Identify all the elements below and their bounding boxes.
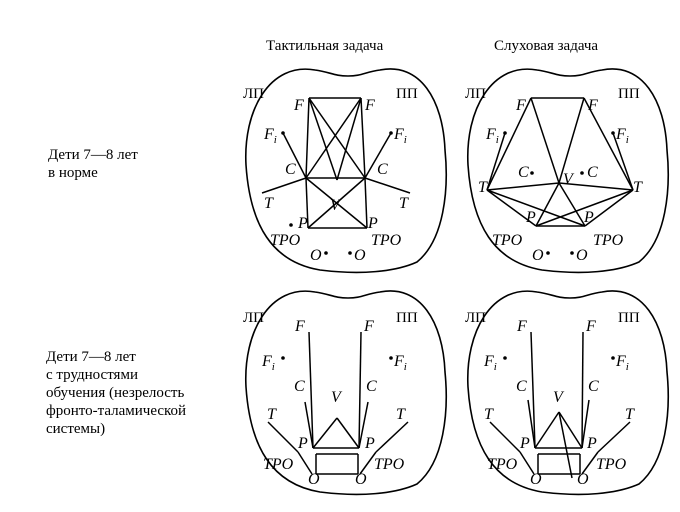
electrode-Fi-right: Fi	[615, 353, 629, 373]
electrode-V: V	[331, 389, 343, 406]
electrode-O-left: O	[310, 247, 322, 264]
connection-lines	[486, 97, 634, 227]
electrode-C-right: C	[377, 161, 388, 178]
row-label-line: фронто-таламической	[46, 403, 187, 419]
row-label-line: в норме	[48, 165, 98, 181]
electrode-F-left: F	[294, 318, 305, 335]
hemisphere-right-label: ПП	[396, 86, 418, 102]
electrode-P-right: P	[583, 209, 594, 226]
electrode-O-right: O	[354, 247, 366, 264]
hemisphere-left-label: ЛП	[243, 310, 264, 326]
electrode-F-left: F	[515, 97, 526, 114]
electrode-P-right: P	[586, 435, 597, 452]
electrode-V: V	[330, 197, 342, 214]
electrode-P-left: P	[297, 435, 308, 452]
row-label-learning-difficulties: Дети 7—8 лет с трудностями обучения (нез…	[46, 348, 186, 438]
electrode-O-left: O	[532, 247, 544, 264]
electrode-O-left: O	[530, 471, 542, 488]
electrode-TPO-right: TPO	[596, 456, 627, 473]
connection-lines	[489, 331, 631, 479]
hemisphere-right-label: ПП	[396, 310, 418, 326]
electrode-Fi-right: Fi	[393, 353, 407, 373]
electrode-T-left: T	[267, 406, 277, 423]
electrode-dots	[503, 356, 615, 360]
electrode-C-left: C	[516, 378, 527, 395]
electrode-C-left: C	[294, 378, 305, 395]
electrode-T-right: T	[633, 179, 643, 196]
electrode-T-right: T	[625, 406, 635, 423]
electrode-TPO-left: TPO	[263, 456, 294, 473]
electrode-TPO-right: TPO	[593, 232, 624, 249]
panel-tactile-difficulties: ЛП ПП F F Fi Fi C C T T V	[243, 290, 448, 496]
electrode-dots	[503, 131, 615, 255]
electrode-TPO-left: TPO	[492, 232, 523, 249]
electrode-F-right: F	[364, 97, 375, 114]
electrode-F-left: F	[516, 318, 527, 335]
electrode-T-left: T	[264, 195, 274, 212]
electrode-C-left: C	[285, 161, 296, 178]
row-label-line: системы)	[46, 421, 106, 437]
hemisphere-left-label: ЛП	[465, 310, 486, 326]
hemisphere-left-label: ЛП	[243, 86, 264, 102]
electrode-O-left: O	[308, 471, 320, 488]
panel-auditory-normal: ЛП ПП F F Fi Fi C C	[465, 68, 670, 274]
electrode-F-left: F	[293, 97, 304, 114]
electrode-P-left: P	[519, 435, 530, 452]
electrode-Fi-left: Fi	[261, 353, 275, 373]
electrode-Fi-right: Fi	[615, 126, 629, 146]
electrode-C-right: C	[588, 378, 599, 395]
panel-auditory-difficulties: ЛП ПП F F Fi Fi C C T T	[465, 290, 670, 496]
row-label-normal: Дети 7—8 лет в норме	[48, 146, 138, 182]
electrode-O-right: O	[355, 471, 367, 488]
electrode-P-right: P	[367, 215, 378, 232]
row-label-line: с трудностями	[46, 367, 138, 383]
electrode-F-right: F	[585, 318, 596, 335]
electrode-F-right: F	[587, 97, 598, 114]
electrode-dots	[281, 131, 393, 255]
electrode-dots	[281, 356, 393, 360]
electrode-C-right: C	[587, 164, 598, 181]
electrode-T-right: T	[396, 406, 406, 423]
electrode-TPO-right: TPO	[371, 232, 402, 249]
connection-lines	[261, 97, 411, 229]
electrode-P-left: P	[525, 209, 536, 226]
hemisphere-right-label: ПП	[618, 86, 640, 102]
row-label-line: Дети 7—8 лет	[46, 349, 136, 365]
electrode-F-right: F	[363, 318, 374, 335]
electrode-T-right: T	[399, 195, 409, 212]
electrode-C-left: C	[518, 164, 529, 181]
electrode-TPO-right: TPO	[374, 456, 405, 473]
electrode-Fi-left: Fi	[483, 353, 497, 373]
column-title-tactile: Тактильная задача	[266, 38, 384, 54]
electrode-T-left: T	[484, 406, 494, 423]
electrode-T-left: T	[478, 179, 488, 196]
electrode-P-right: P	[364, 435, 375, 452]
connection-lines	[267, 331, 409, 475]
electrode-C-right: C	[366, 378, 377, 395]
electrode-O-right: O	[576, 247, 588, 264]
hemisphere-left-label: ЛП	[465, 86, 486, 102]
row-label-line: обучения (незрелость	[46, 385, 185, 401]
panel-tactile-normal: ЛП ПП F F Fi Fi C C	[243, 68, 448, 274]
column-title-auditory: Слуховая задача	[494, 38, 599, 54]
electrode-Fi-left: Fi	[485, 126, 499, 146]
electrode-TPO-left: TPO	[487, 456, 518, 473]
electrode-Fi-left: Fi	[263, 126, 277, 146]
electrode-Fi-right: Fi	[393, 126, 407, 146]
electrode-P-left: P	[297, 215, 308, 232]
electrode-TPO-left: TPO	[270, 232, 301, 249]
electrode-V: V	[553, 389, 565, 406]
hemisphere-right-label: ПП	[618, 310, 640, 326]
electrode-V: V	[563, 171, 575, 188]
electrode-O-right: O	[577, 471, 589, 488]
row-label-line: Дети 7—8 лет	[48, 147, 138, 163]
